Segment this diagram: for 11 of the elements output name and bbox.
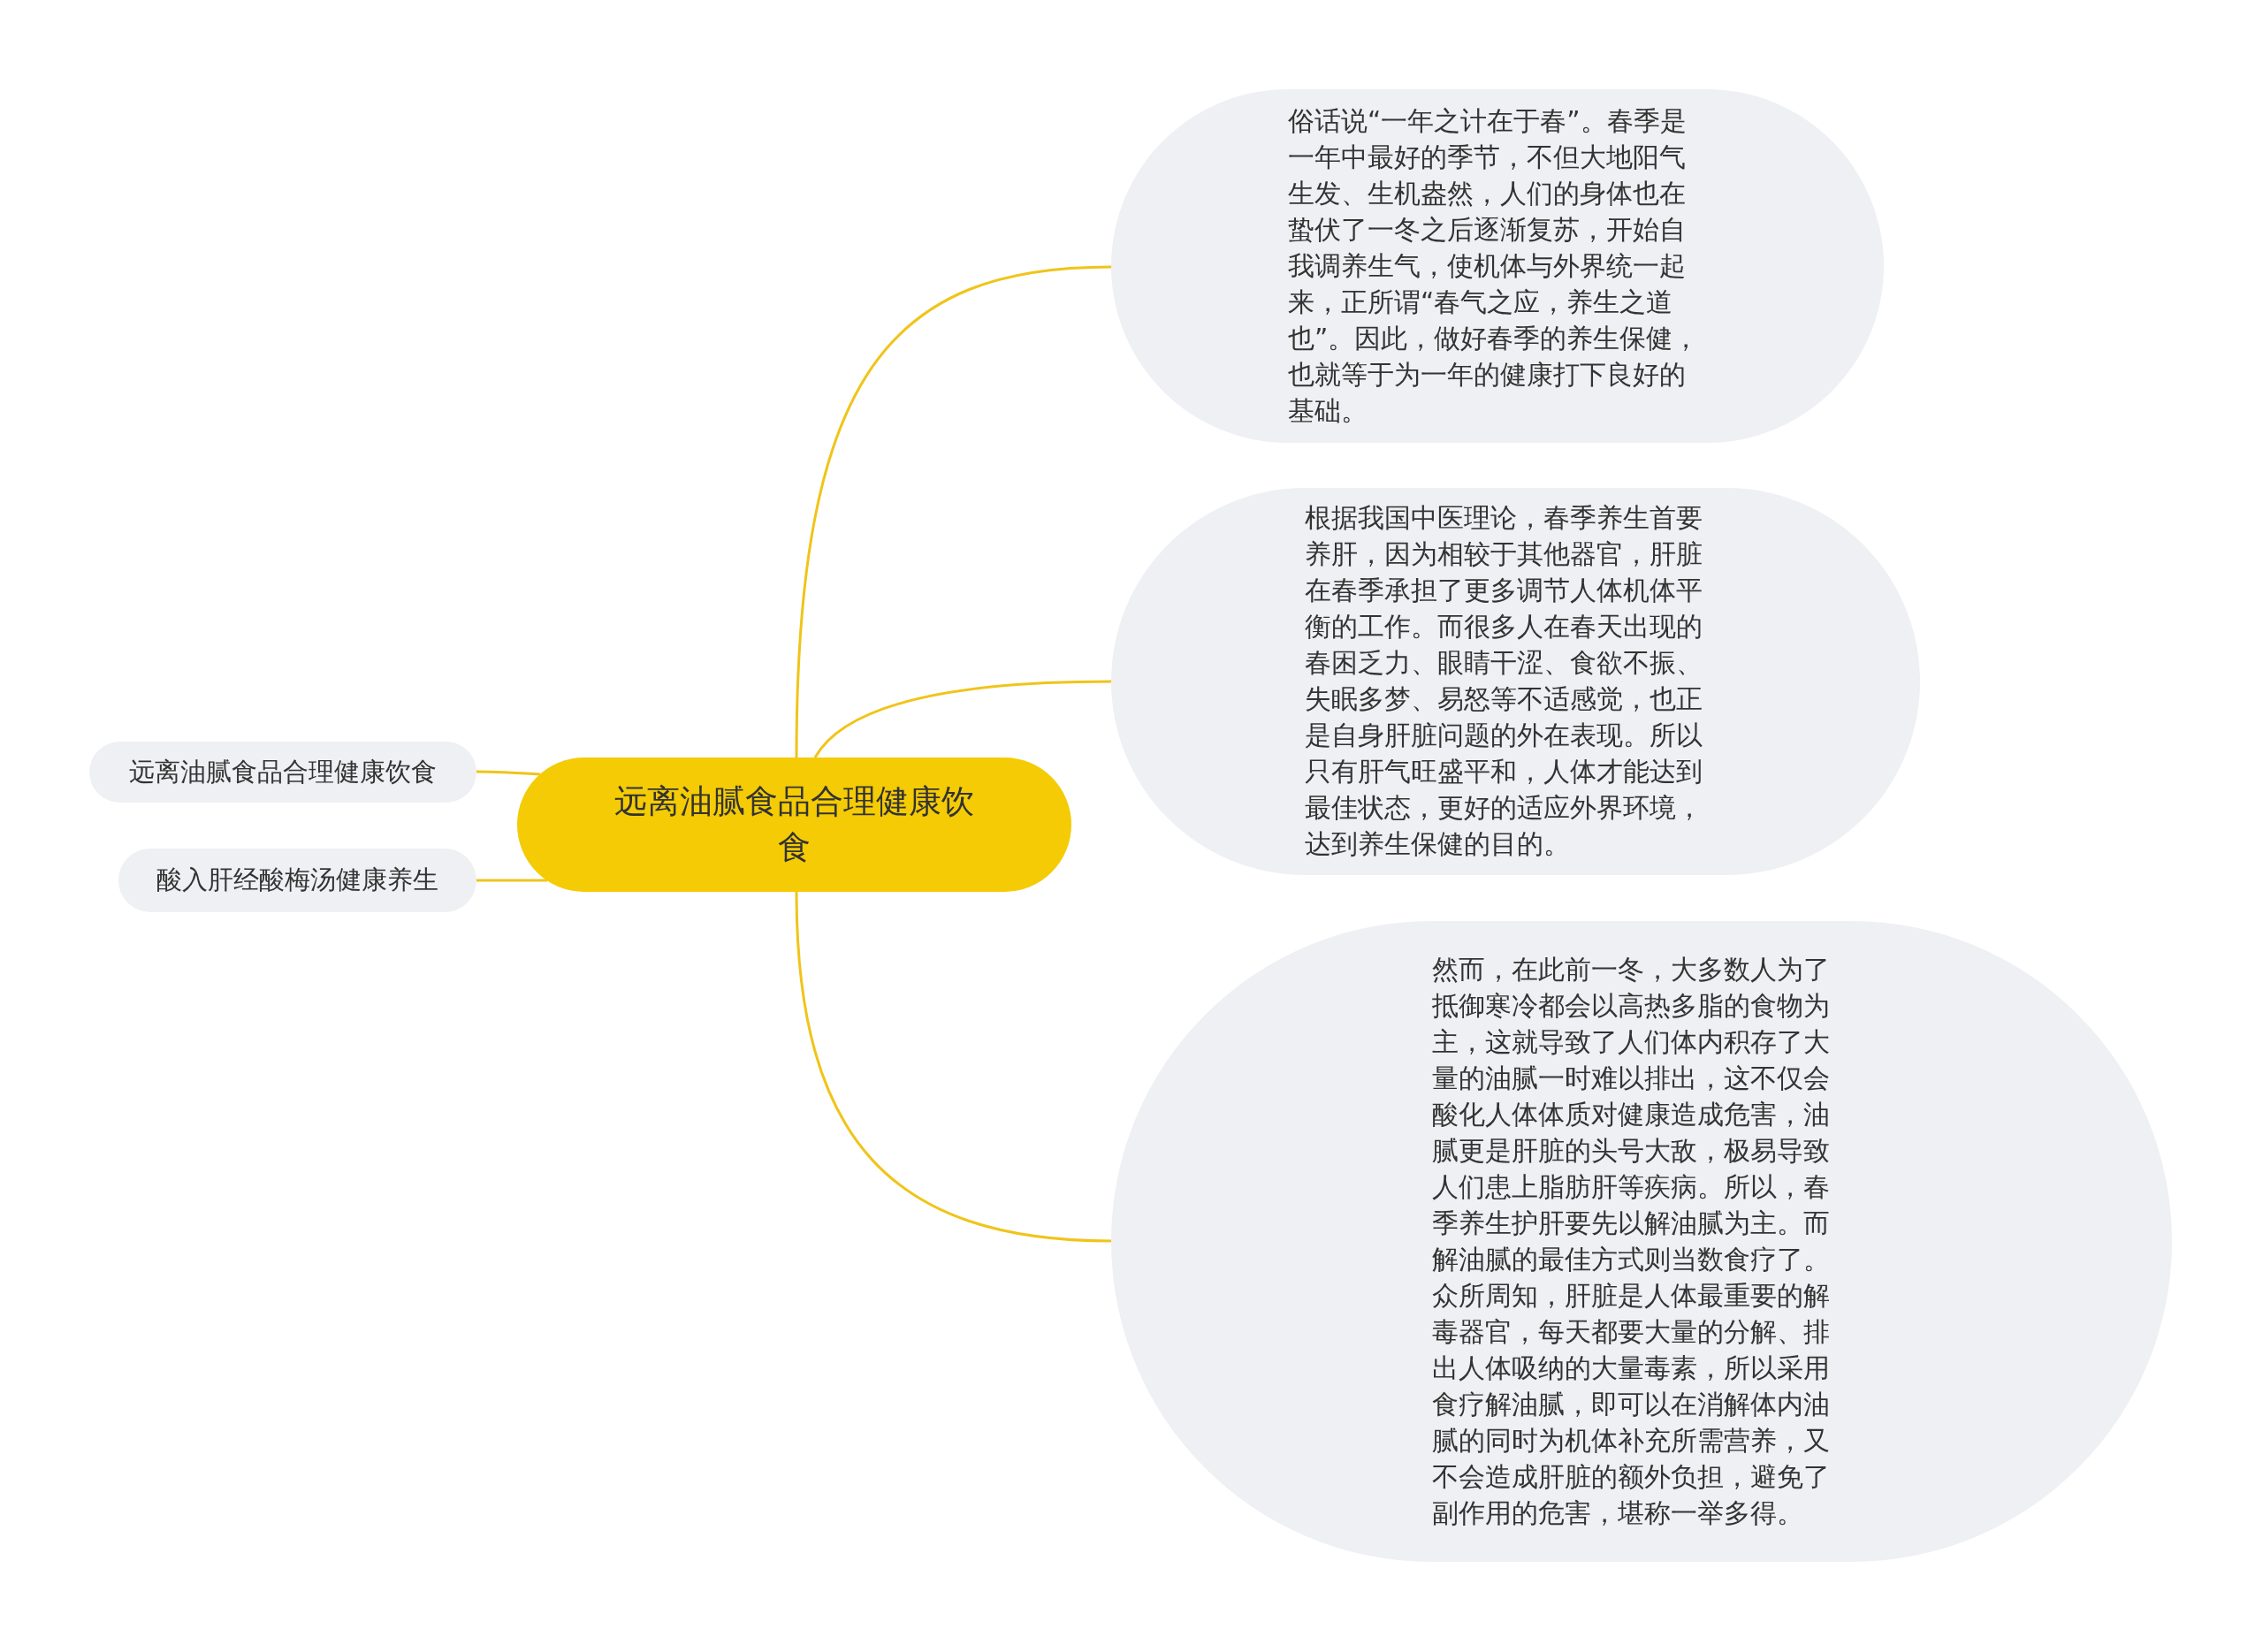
connector-line (813, 680, 1111, 758)
topic-text: 远离油腻食品合理健康饮食 (613, 781, 975, 868)
subtopic-text: 远离油腻食品合理健康饮食 (129, 755, 437, 788)
connector-line (476, 879, 547, 882)
connector-line (476, 770, 541, 776)
note-text: 根据我国中医理论，春季养生首要养肝，因为相较于其他器官，肝脏在春季承担了更多调节人体机体平衡的工作。而很多人在春天出现的春困乏力、眼睛干涩、食欲不振、失眠多梦、易怒等不适感觉，也正是自身肝脏问题的外在表现。所以只有肝气旺盛平和，人体才能达到最佳状态，更好的适应外界环境，达到养生保健的目的。 (1305, 502, 1703, 861)
note-text: 然而，在此前一冬，大多数人为了抵御寒冷都会以高热多脂的食物为主，这就导致了人们体内积存了大量的油腻一时难以排出，这不仅会酸化人体体质对健康造成危害，油腻更是肝脏的头号大敌，极易导致人们患上脂肪肝等疾病。所以，春季养生护肝要先以解油腻为主。而解油腻的最佳方式则当数食疗了。众所周知，肝脏是人体最重要的解毒器官，每天都要大量的分解、排出人体吸纳的大量毒素，所以采用食疗解油腻，即可以在消解体内油腻的同时为机体补充所需营养，又不会造成肝脏的额外负担，避免了副作用的危害，堪称一举多得。 (1432, 953, 1831, 1530)
note-text: 俗话说“一年之计在于春”。春季是一年中最好的季节，不但大地阳气生发、生机盎然，人们的身体也在蛰伏了一冬之后逐渐复苏，开始自我调养生气，使机体与外界统一起来，正所谓“春气之应，养生之道也”。因此，做好春季的养生保健，也就等于为一年的健康打下良好的基础。 (1288, 104, 1701, 428)
connector-line (795, 891, 1112, 1243)
connector-line (795, 265, 1112, 758)
subtopic-text: 酸入肝经酸梅汤健康养生 (156, 864, 438, 896)
